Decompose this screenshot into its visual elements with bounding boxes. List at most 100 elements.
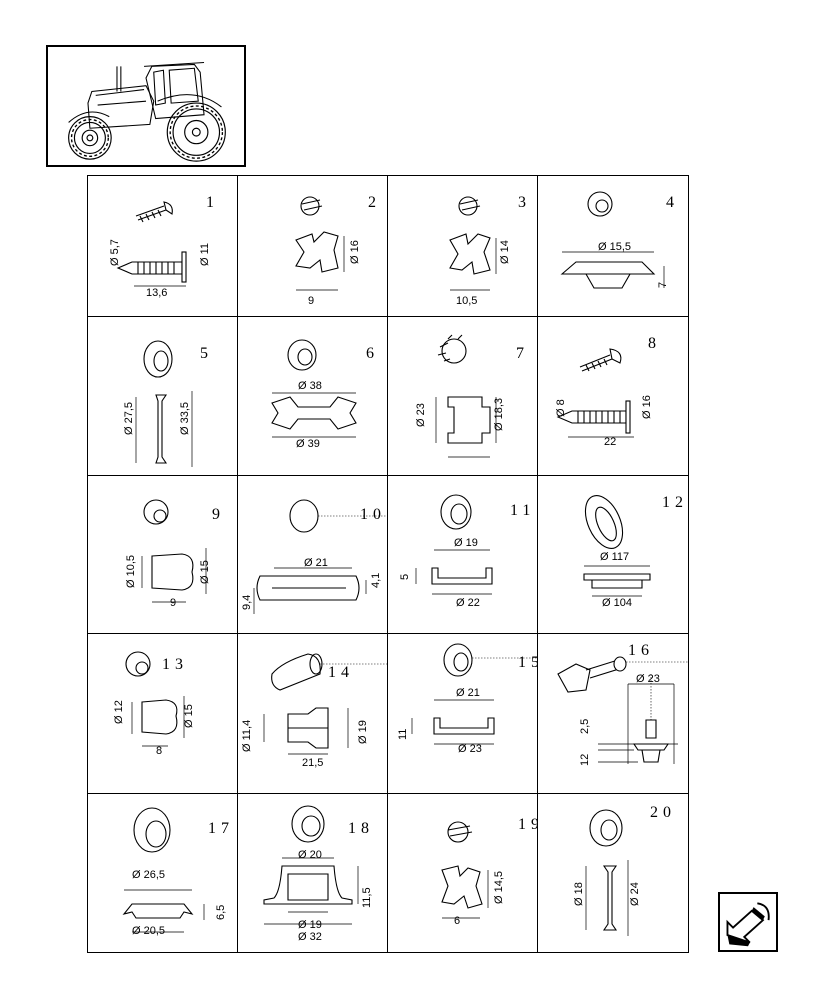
part-cell-17: 17 Ø 26,5 6,5 Ø 20,5 [88, 794, 238, 952]
tractor-thumbnail [46, 45, 246, 167]
part-number: 14 [328, 664, 354, 681]
dimension-label: 7 [657, 281, 669, 288]
part-drawing-8 [556, 348, 634, 438]
part-drawing-20 [585, 809, 629, 936]
part-number: 7 [516, 345, 529, 362]
dimension-label: Ø 12 [113, 700, 125, 724]
dimension-label: 6 [454, 915, 461, 927]
dimension-label: 21,5 [302, 757, 324, 769]
dimension-label: 4,1 [370, 572, 382, 588]
dimension-label: Ø 21 [456, 687, 480, 699]
part-number: 2 [368, 194, 381, 211]
dimension-label: Ø 20 [298, 849, 322, 861]
part-cell-2: 2 Ø 16 9 [238, 176, 388, 317]
back-button[interactable] [718, 892, 778, 952]
dimension-label: Ø 18 [573, 882, 585, 906]
dimension-label: 6,5 [215, 904, 227, 920]
dimension-label: Ø 16 [349, 240, 361, 264]
part-number: 5 [200, 345, 213, 362]
dimension-label: Ø 39 [296, 438, 320, 450]
dimension-label: 9 [170, 597, 177, 609]
dimension-label: 9,4 [241, 594, 253, 610]
part-drawing-13 [125, 651, 185, 747]
part-cell-3: 3 Ø 14 10,5 [388, 176, 538, 317]
part-cell-7: 7 Ø 23 Ø 18,3 [388, 317, 538, 476]
dimension-label: Ø 19 [357, 720, 369, 744]
dimension-label: Ø 22 [456, 597, 480, 609]
part-cell-19: 19 Ø 14,5 6 [388, 794, 538, 952]
dimension-label: 11,5 [361, 887, 373, 908]
part-cell-20: 20 Ø 18 Ø 24 [538, 794, 688, 952]
dimension-label: Ø 26,5 [132, 869, 166, 881]
part-number: 4 [666, 194, 679, 211]
part-drawing-7 [435, 334, 497, 458]
dimension-label: Ø 16 [641, 395, 653, 419]
part-number: 12 [662, 494, 688, 511]
dimension-label: 11 [397, 728, 409, 740]
part-number: 10 [360, 506, 386, 523]
dimension-label: 8 [156, 745, 163, 757]
dimension-label: Ø 24 [629, 882, 641, 906]
part-number: 6 [366, 345, 379, 362]
dimension-label: Ø 11,4 [241, 719, 253, 752]
part-number: 8 [648, 335, 661, 352]
part-number: 16 [628, 642, 654, 659]
dimension-label: 5 [399, 573, 411, 580]
part-number: 18 [348, 820, 374, 837]
dimension-label: 9 [308, 295, 315, 307]
part-drawing-6 [271, 339, 357, 438]
dimension-label: Ø 23 [415, 403, 427, 427]
part-cell-6: 6 Ø 38 Ø 39 [238, 317, 388, 476]
dimension-label: Ø 33,5 [179, 401, 191, 435]
dimension-label: Ø 15,5 [598, 241, 632, 253]
dimension-label: Ø 8 [555, 399, 567, 417]
part-number: 19 [518, 816, 537, 833]
part-number: 1 [206, 194, 219, 211]
dimension-label: Ø 38 [298, 380, 322, 392]
dimension-label: Ø 11 [199, 242, 211, 266]
parts-grid: 1 Ø 5,7 Ø 11 13,6 2 Ø 16 9 3 Ø 14 10,5 4 Ø 15,5 7 5 Ø … [87, 175, 689, 953]
part-cell-14: 14 Ø 11,4 Ø 19 21,5 [238, 634, 388, 794]
part-drawing-17 [122, 807, 205, 933]
part-drawing-10 [253, 499, 386, 614]
part-number: 11 [510, 502, 536, 519]
dimension-label: Ø 117 [600, 551, 630, 563]
dimension-label: Ø 20,5 [132, 925, 166, 937]
part-number: 15 [518, 654, 537, 671]
dimension-label: Ø 15 [199, 560, 211, 584]
part-drawing-15 [411, 643, 537, 745]
part-drawing-12 [583, 495, 651, 597]
dimension-label: 13,6 [146, 287, 168, 299]
part-number: 3 [518, 194, 531, 211]
part-drawing-18 [263, 805, 359, 925]
tractor-icon [68, 61, 226, 162]
part-drawing-2 [295, 196, 345, 291]
dimension-label: Ø 21 [304, 557, 328, 569]
dimension-label: Ø 14,5 [493, 870, 505, 904]
part-number: 20 [650, 804, 676, 821]
dimension-label: Ø 10,5 [125, 554, 137, 588]
dimension-label: 2,5 [579, 718, 591, 734]
return-arrow-icon [726, 902, 770, 947]
dimension-label: 10,5 [456, 295, 478, 307]
part-drawing-16 [557, 656, 688, 764]
part-drawing-19 [441, 821, 489, 919]
dimension-label: 22 [604, 436, 617, 448]
dimension-label: Ø 14 [499, 240, 511, 264]
dimension-label: Ø 19 [298, 919, 322, 931]
part-drawing-5 [135, 340, 193, 467]
dimension-label: Ø 5,7 [109, 239, 121, 266]
dimension-label: Ø 32 [298, 931, 322, 943]
part-number: 17 [208, 820, 234, 837]
part-cell-4: 4 Ø 15,5 7 [538, 176, 688, 317]
dimension-label: Ø 104 [602, 597, 632, 609]
part-number: 13 [162, 656, 188, 673]
part-cell-12: 12 Ø 117 Ø 104 [538, 476, 688, 634]
dimension-label: Ø 15 [183, 704, 195, 728]
dimension-label: Ø 18,3 [493, 397, 505, 431]
dimension-label: Ø 23 [458, 743, 482, 755]
